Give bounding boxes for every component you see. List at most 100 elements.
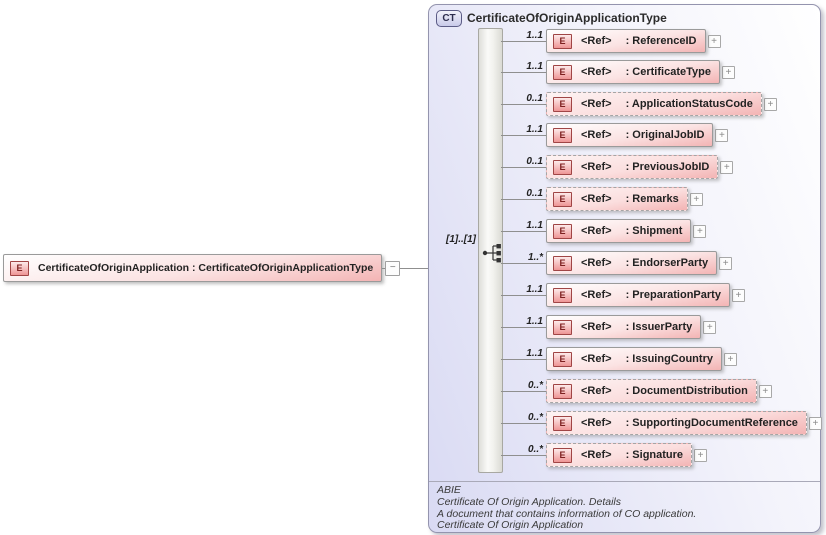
expand-toggle[interactable]: + (689, 192, 703, 206)
expand-toggle[interactable]: + (707, 34, 721, 48)
connector-line (400, 267, 428, 269)
expand-toggle[interactable]: + (721, 65, 735, 79)
element-box[interactable]: E<Ref>: PreviousJobID (546, 155, 719, 179)
expand-toggle[interactable]: + (763, 97, 777, 111)
expand-toggle[interactable]: + (694, 448, 708, 462)
element-box[interactable]: E<Ref>: PreparationParty (546, 283, 730, 307)
ct-badge: CT (436, 10, 462, 27)
element-box[interactable]: E <Ref> : IssuingCountry (546, 347, 722, 371)
element-name-label: : Signature (625, 449, 684, 461)
element-icon: E (553, 159, 572, 175)
element-name-label: : IssuerParty (625, 321, 693, 333)
root-element-box[interactable]: E CertificateOfOriginApplication : Certi… (3, 254, 383, 282)
compositor-cardinality-label: [1]..[1] (446, 234, 476, 245)
element-icon: E (553, 319, 572, 335)
element-box[interactable]: E<Ref>: Remarks (546, 187, 688, 211)
element-box[interactable]: E<Ref>: DocumentDistribution (546, 379, 757, 403)
element-row: 0..* E <Ref> : SupportingDocumentReference + (501, 411, 822, 435)
element-name-label: : SupportingDocumentReference (625, 417, 798, 429)
connector-line (501, 359, 546, 360)
element-icon: E (553, 127, 572, 143)
annotation-line: Certificate Of Origin Application. Detai… (437, 495, 622, 508)
expand-toggle[interactable]: + (719, 256, 733, 270)
element-box[interactable]: E <Ref> : CertificateType (546, 60, 720, 84)
expand-toggle[interactable]: + (731, 288, 745, 302)
sequence-icon (482, 244, 501, 263)
element-name-label: : CertificateType (625, 66, 711, 78)
annotation-separator (429, 481, 820, 482)
element-box[interactable]: E<Ref>: Shipment (546, 219, 692, 243)
complex-type-box: CT CertificateOfOriginApplicationType [1… (428, 4, 822, 533)
element-icon: E (553, 351, 572, 367)
element-row: 0..*E<Ref>: Signature+ (501, 443, 708, 467)
expand-toggle[interactable]: + (693, 224, 707, 238)
element-ref-label: <Ref> (581, 35, 612, 47)
expand-toggle[interactable]: + (720, 160, 734, 174)
annotation-line: A document that contains information of … (437, 507, 697, 520)
annotation-line: Certificate Of Origin Application (437, 519, 584, 532)
element-ref-label: <Ref> (581, 385, 612, 397)
element-name-label: : Remarks (625, 193, 679, 205)
connector-line (501, 104, 546, 105)
cardinality-label: 1..* (527, 252, 543, 263)
connector-line (501, 135, 546, 136)
element-ref-label: <Ref> (581, 66, 612, 78)
expand-toggle[interactable]: + (808, 416, 822, 430)
cardinality-label: 0..1 (526, 93, 543, 104)
cardinality-label: 1..1 (526, 348, 543, 359)
element-name-label: : DocumentDistribution (625, 385, 748, 397)
collapse-toggle[interactable]: − (385, 260, 401, 276)
expand-toggle[interactable]: + (758, 384, 772, 398)
element-box[interactable]: E<Ref>: ApplicationStatusCode (546, 92, 762, 116)
expand-toggle[interactable]: + (723, 352, 737, 366)
connector-line (501, 72, 546, 73)
element-icon: E (553, 223, 572, 239)
element-name-label: : IssuingCountry (625, 353, 713, 365)
element-box[interactable]: E<Ref>: Signature (546, 443, 693, 467)
element-name-label: : ApplicationStatusCode (625, 98, 753, 110)
element-name-label: : EndorserParty (625, 257, 709, 269)
connector-line (501, 199, 546, 200)
element-box[interactable]: E <Ref> : SupportingDocumentReference (546, 411, 807, 435)
element-icon: E (553, 64, 572, 80)
element-icon: E (10, 260, 29, 276)
cardinality-label: 1..1 (526, 316, 543, 327)
cardinality-label: 0..* (527, 444, 543, 455)
element-box[interactable]: E<Ref>: IssuerParty (546, 315, 702, 339)
cardinality-label: 1..1 (526, 220, 543, 231)
element-ref-label: <Ref> (581, 353, 612, 365)
annotation-line: ABIE (437, 484, 461, 496)
element-name-label: : OriginalJobID (625, 129, 705, 141)
connector-line (501, 41, 546, 42)
connector-line (501, 263, 546, 264)
element-icon: E (553, 191, 572, 207)
element-ref-label: <Ref> (581, 98, 612, 110)
element-name-label: : PreparationParty (625, 289, 721, 301)
cardinality-label: 0..* (527, 380, 543, 391)
root-element-strip: E CertificateOfOriginApplication : Certi… (3, 254, 428, 282)
expand-toggle[interactable]: + (703, 320, 717, 334)
expand-toggle[interactable]: + (715, 128, 729, 142)
element-ref-label: <Ref> (581, 129, 612, 141)
connector-line (501, 167, 546, 168)
element-row: 0..*E<Ref>: DocumentDistribution+ (501, 379, 772, 403)
connector-line (501, 295, 546, 296)
complex-type-title: CertificateOfOriginApplicationType (467, 11, 667, 25)
element-ref-label: <Ref> (581, 289, 612, 301)
connector-line (501, 423, 546, 424)
element-ref-label: <Ref> (581, 417, 612, 429)
element-icon: E (553, 447, 572, 463)
element-box[interactable]: E<Ref>: ReferenceID (546, 29, 706, 53)
element-icon: E (553, 415, 572, 431)
cardinality-label: 0..* (527, 412, 543, 423)
element-box[interactable]: E<Ref>: EndorserParty (546, 251, 718, 275)
element-box[interactable]: E <Ref> : OriginalJobID (546, 123, 714, 147)
